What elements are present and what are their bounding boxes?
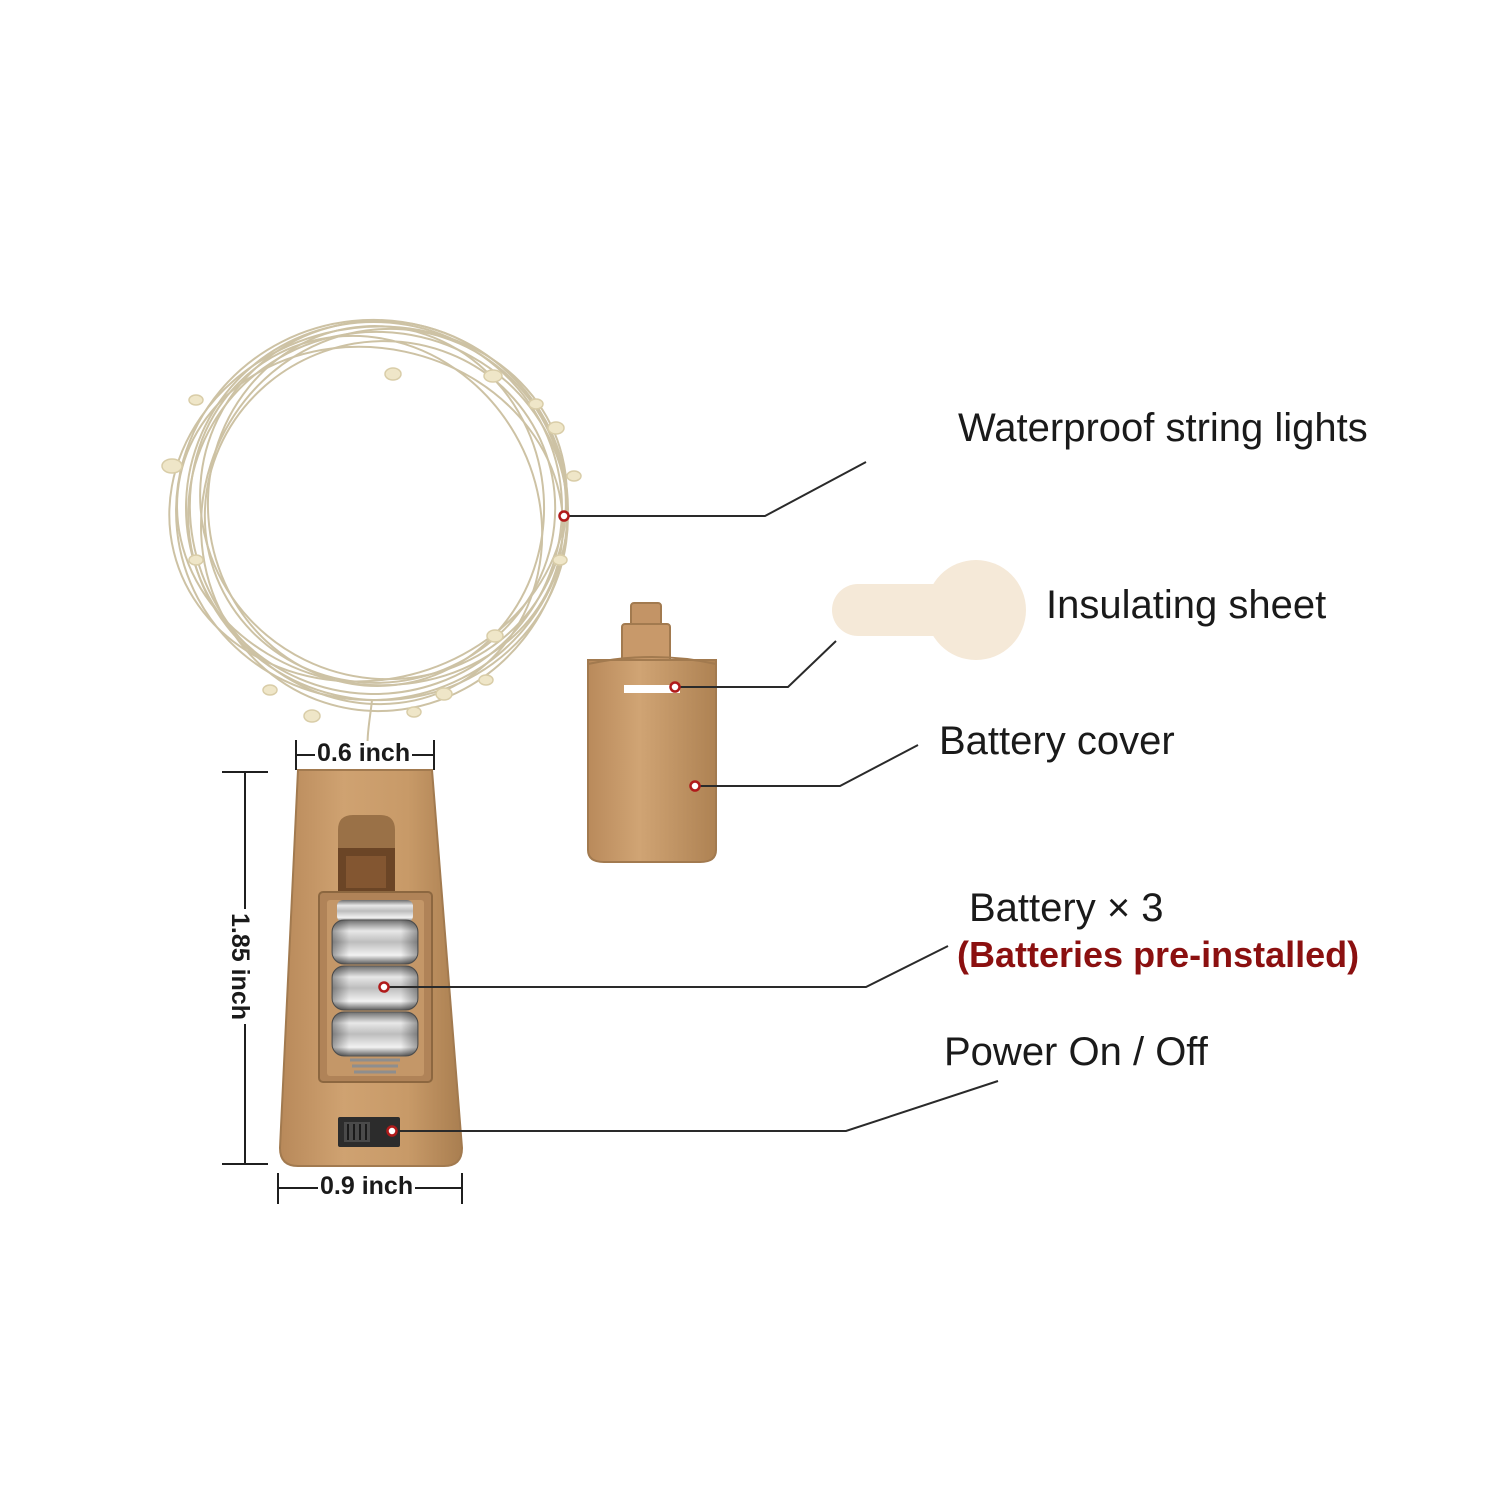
power-switch — [338, 1117, 400, 1147]
label-battery-cover: Battery cover — [939, 719, 1175, 763]
cover-top-edge — [587, 656, 717, 665]
leader-power-switch — [392, 1080, 999, 1132]
led-bead — [188, 554, 204, 566]
battery-stack — [331, 900, 419, 1074]
leader-battery-cover — [695, 744, 919, 787]
sheet-disc — [926, 560, 1026, 660]
callout-dot — [378, 981, 390, 993]
led-bead — [406, 706, 422, 718]
label-power-switch: Power On / Off — [944, 1030, 1208, 1074]
wire-loop — [200, 327, 568, 713]
switch-slider — [344, 1122, 370, 1142]
dimension-top-label: 0.6 inch — [315, 739, 413, 767]
led-bead — [528, 398, 544, 410]
callout-dot — [558, 510, 570, 522]
battery-spring — [350, 1058, 400, 1074]
led-bead — [435, 687, 453, 701]
label-battery-note: (Batteries pre-installed) — [957, 934, 1360, 975]
cork-top-slot — [338, 815, 395, 850]
led-bead — [547, 421, 565, 435]
led-bead — [552, 554, 568, 566]
leader-insulating-sheet — [675, 640, 837, 688]
leader-string-lights — [565, 461, 867, 517]
label-battery: Battery × 3 — [969, 886, 1164, 930]
string-lights-coil — [168, 318, 569, 713]
battery-cell — [331, 1011, 419, 1057]
led-bead — [483, 369, 503, 383]
dimension-height-label: 1.85 inch — [226, 909, 254, 1024]
wire-loop — [176, 345, 564, 687]
battery-cell — [331, 965, 419, 1011]
battery-cell — [331, 919, 419, 965]
led-bead — [384, 367, 402, 381]
cover-slot — [624, 685, 680, 693]
label-string-lights: Waterproof string lights — [958, 406, 1368, 450]
led-beads — [161, 367, 582, 723]
led-bead — [486, 629, 504, 643]
led-bead — [303, 709, 321, 723]
wire-loop — [203, 340, 557, 684]
wire-loop — [175, 318, 569, 702]
battery-cover — [587, 602, 717, 863]
cover-body — [587, 659, 717, 863]
wire-loop — [206, 325, 546, 687]
callout-dot — [669, 681, 681, 693]
insulating-sheet — [832, 560, 1026, 660]
battery-top-cap — [337, 900, 413, 922]
wire-loop — [187, 330, 569, 702]
wire-loop — [199, 319, 567, 681]
leader-battery — [384, 945, 949, 988]
callout-dot — [386, 1125, 398, 1137]
label-insulating-sheet: Insulating sheet — [1046, 583, 1327, 627]
led-bead — [566, 470, 582, 482]
led-bead — [262, 684, 278, 696]
cork-slot-spring — [346, 856, 386, 888]
dimension-bottom-label: 0.9 inch — [318, 1172, 416, 1200]
led-bead — [161, 458, 183, 474]
led-bead — [478, 674, 494, 686]
wire-loop — [188, 334, 544, 706]
led-bead — [188, 394, 204, 406]
callout-lines — [384, 461, 999, 1132]
callout-dots — [378, 510, 701, 1137]
callout-dot — [689, 780, 701, 792]
